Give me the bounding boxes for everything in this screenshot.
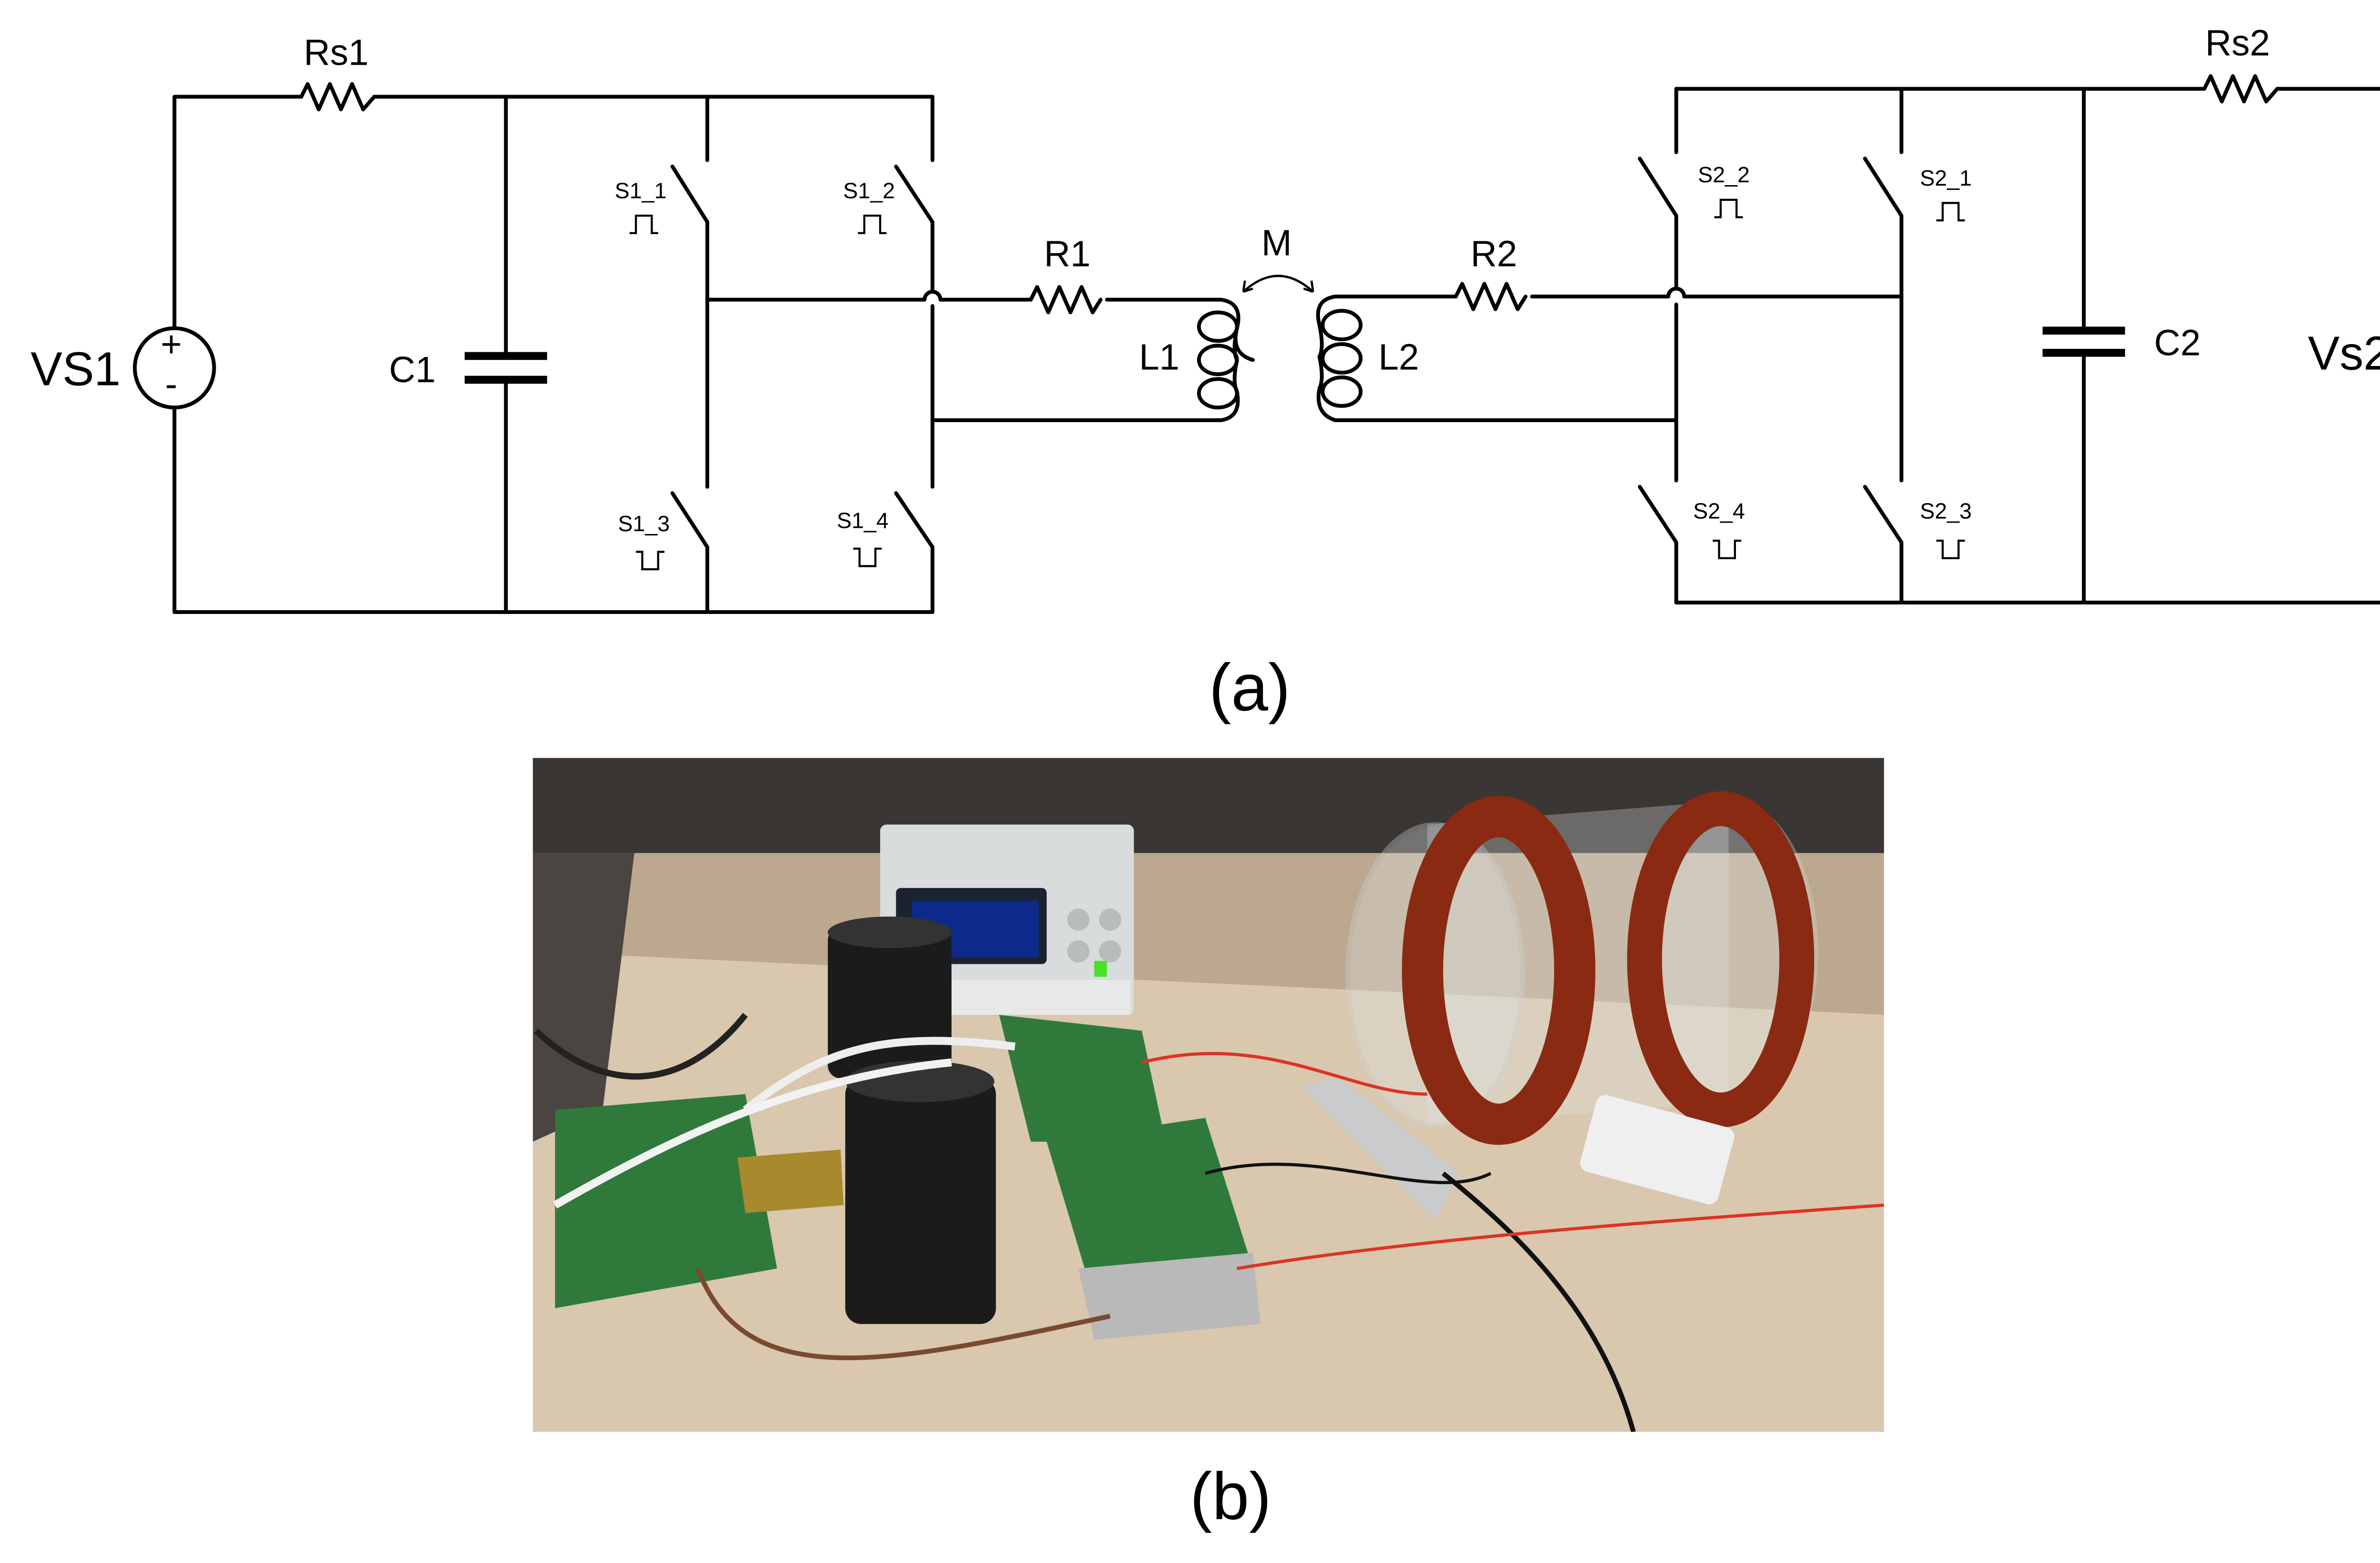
capacitor-c2-plate — [2043, 326, 2125, 335]
bridge1-leg-left — [670, 95, 709, 614]
wire-right-loop — [1674, 87, 2380, 605]
voltage-source-vs1 — [133, 326, 216, 410]
label-s2-3: S2_3 — [1920, 498, 1972, 523]
inverted-pulse-icon — [1936, 539, 1965, 559]
vs1-plus: + — [160, 325, 182, 365]
label-l1: L1 — [1139, 337, 1180, 377]
capacitor-c1-plate — [465, 352, 547, 360]
label-s1-2: S1_2 — [843, 178, 895, 203]
label-s2-2: S2_2 — [1698, 162, 1750, 187]
photo-pcb — [999, 1015, 1166, 1142]
photo-coil-assembly — [1345, 791, 1818, 1205]
inverted-pulse-icon — [1713, 539, 1742, 559]
mutual-coupling-arrow — [1242, 275, 1314, 293]
label-l2: L2 — [1378, 337, 1419, 377]
capacitor-c1-plate — [465, 376, 547, 384]
photo-capacitor — [845, 1078, 996, 1324]
bridge1-leg-right — [894, 95, 934, 614]
resistor-rs2 — [2202, 74, 2280, 104]
pulse-icon — [1714, 198, 1743, 218]
photo-pcb — [1046, 1118, 1253, 1300]
caption-b: (b) — [1190, 1459, 1271, 1533]
photo-control-board — [555, 1094, 777, 1308]
label-c2: C2 — [2154, 323, 2201, 363]
bridge2-mid-wire — [1333, 287, 1904, 299]
inductor-l2 — [1316, 295, 1363, 422]
bridge2-leg-right — [1863, 87, 1904, 605]
label-vs2: Vs2 — [2308, 327, 2380, 380]
capacitor-c2-plate — [2043, 348, 2125, 357]
pulse-icon — [858, 214, 887, 234]
label-m: M — [1261, 223, 1292, 263]
vs1-minus: - — [165, 364, 178, 405]
label-r2: R2 — [1470, 234, 1517, 275]
resistor-r2 — [1454, 282, 1528, 311]
label-rs2: Rs2 — [2205, 23, 2270, 64]
photo-current-probe — [1300, 1078, 1459, 1221]
label-rs1: Rs1 — [304, 33, 368, 73]
label-s1-3: S1_3 — [618, 511, 670, 536]
label-s1-4: S1_4 — [837, 508, 889, 533]
hardware-photo — [533, 758, 1884, 1432]
circuit-diagram: + - VS1 Rs1 C1 S1_1 S1_2 S1_3 S1_4 L1 R1 — [30, 23, 2380, 614]
caption-a: (a) — [1209, 650, 1290, 725]
label-s1-1: S1_1 — [615, 178, 667, 203]
resistor-r1 — [1029, 285, 1103, 315]
inductor-l1 — [1197, 297, 1255, 422]
label-s2-1: S2_1 — [1920, 166, 1972, 190]
label-r1: R1 — [1044, 234, 1091, 275]
bridge2-leg-left — [1637, 87, 1678, 605]
bridge1-mid-wire — [705, 290, 1223, 302]
label-c1: C1 — [389, 350, 436, 390]
inverted-pulse-icon — [853, 547, 882, 567]
wire-left-source — [172, 95, 934, 614]
pulse-icon — [629, 214, 658, 234]
resistor-rs1 — [299, 82, 377, 111]
label-vs1: VS1 — [30, 343, 120, 396]
inverted-pulse-icon — [635, 551, 664, 571]
pulse-icon — [1936, 202, 1965, 222]
label-s2-4: S2_4 — [1693, 498, 1745, 523]
